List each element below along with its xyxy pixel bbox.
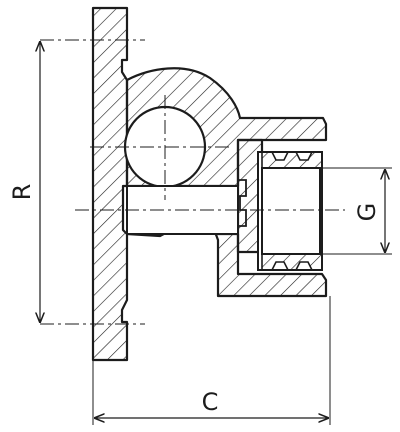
channel-step bbox=[238, 179, 247, 227]
dimension-label-r: R bbox=[8, 184, 36, 201]
dimension-label-c: C bbox=[202, 388, 219, 416]
threaded-insert bbox=[257, 151, 323, 271]
flange-plate bbox=[91, 6, 129, 362]
thread-teeth-top bbox=[261, 151, 323, 169]
dimension-label-g: G bbox=[353, 203, 381, 222]
thread-teeth-bottom bbox=[261, 253, 323, 271]
